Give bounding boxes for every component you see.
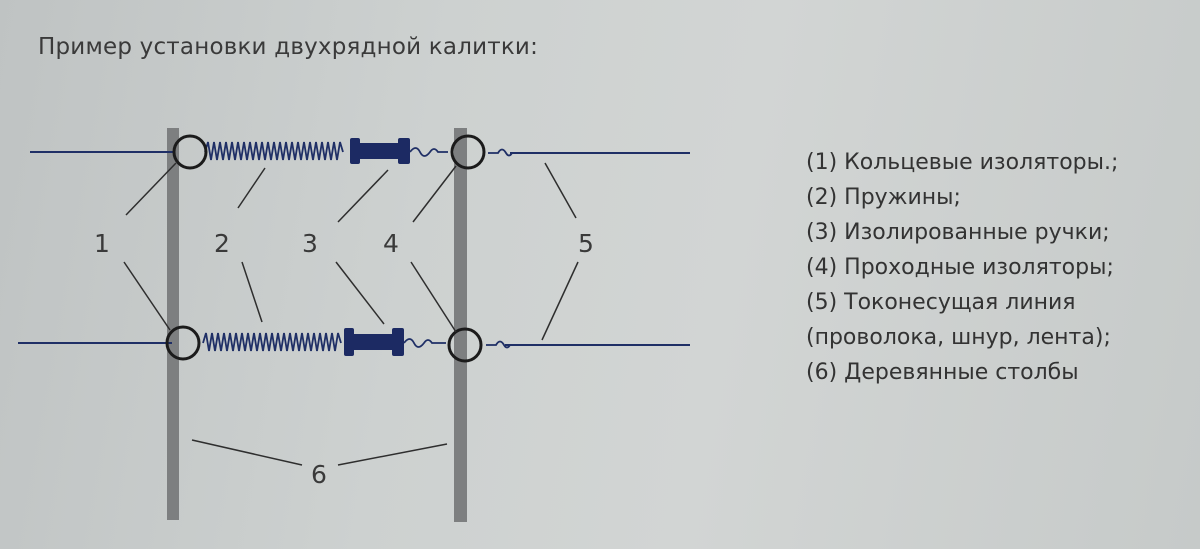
hook-top-right [488,148,513,157]
post-left [167,128,179,520]
legend-item-wooden-posts: (6) Деревянные столбы [806,360,1079,385]
legend: (1) Кольцевые изоляторы.; (2) Пружины; (… [806,145,1118,390]
handle-top [350,138,410,164]
pass-insulator-top [450,134,486,170]
post-right [454,128,467,522]
diagram-title: Пример установки двухрядной калитки: [38,34,539,60]
handle-bottom [344,328,404,356]
legend-item-insulated-handles: (3) Изолированные ручки; [806,220,1110,245]
hook-bottom-left [403,338,446,348]
spring-top [204,141,344,161]
pass-insulator-bottom [447,327,483,363]
legend-item-current-line: (5) Токонесущая линия [806,290,1076,315]
label-6: 6 [311,460,327,489]
leader-lines [123,162,579,466]
legend-item-ring-insulators: (1) Кольцевые изоляторы.; [806,150,1119,175]
label-3: 3 [302,229,318,258]
ring-insulator-top [172,134,208,170]
label-4: 4 [383,229,399,258]
label-1: 1 [94,229,110,258]
legend-item-pass-insulators: (4) Проходные изоляторы; [806,255,1114,280]
legend-item-current-line-types: (проволока, шнур, лента); [806,325,1111,350]
label-5: 5 [578,229,594,258]
ring-insulator-bottom [165,325,201,361]
label-2: 2 [214,229,230,258]
spring-bottom [202,332,342,352]
hook-bottom-right [486,340,511,349]
hook-top-left [409,147,448,157]
legend-item-springs: (2) Пружины; [806,185,961,210]
